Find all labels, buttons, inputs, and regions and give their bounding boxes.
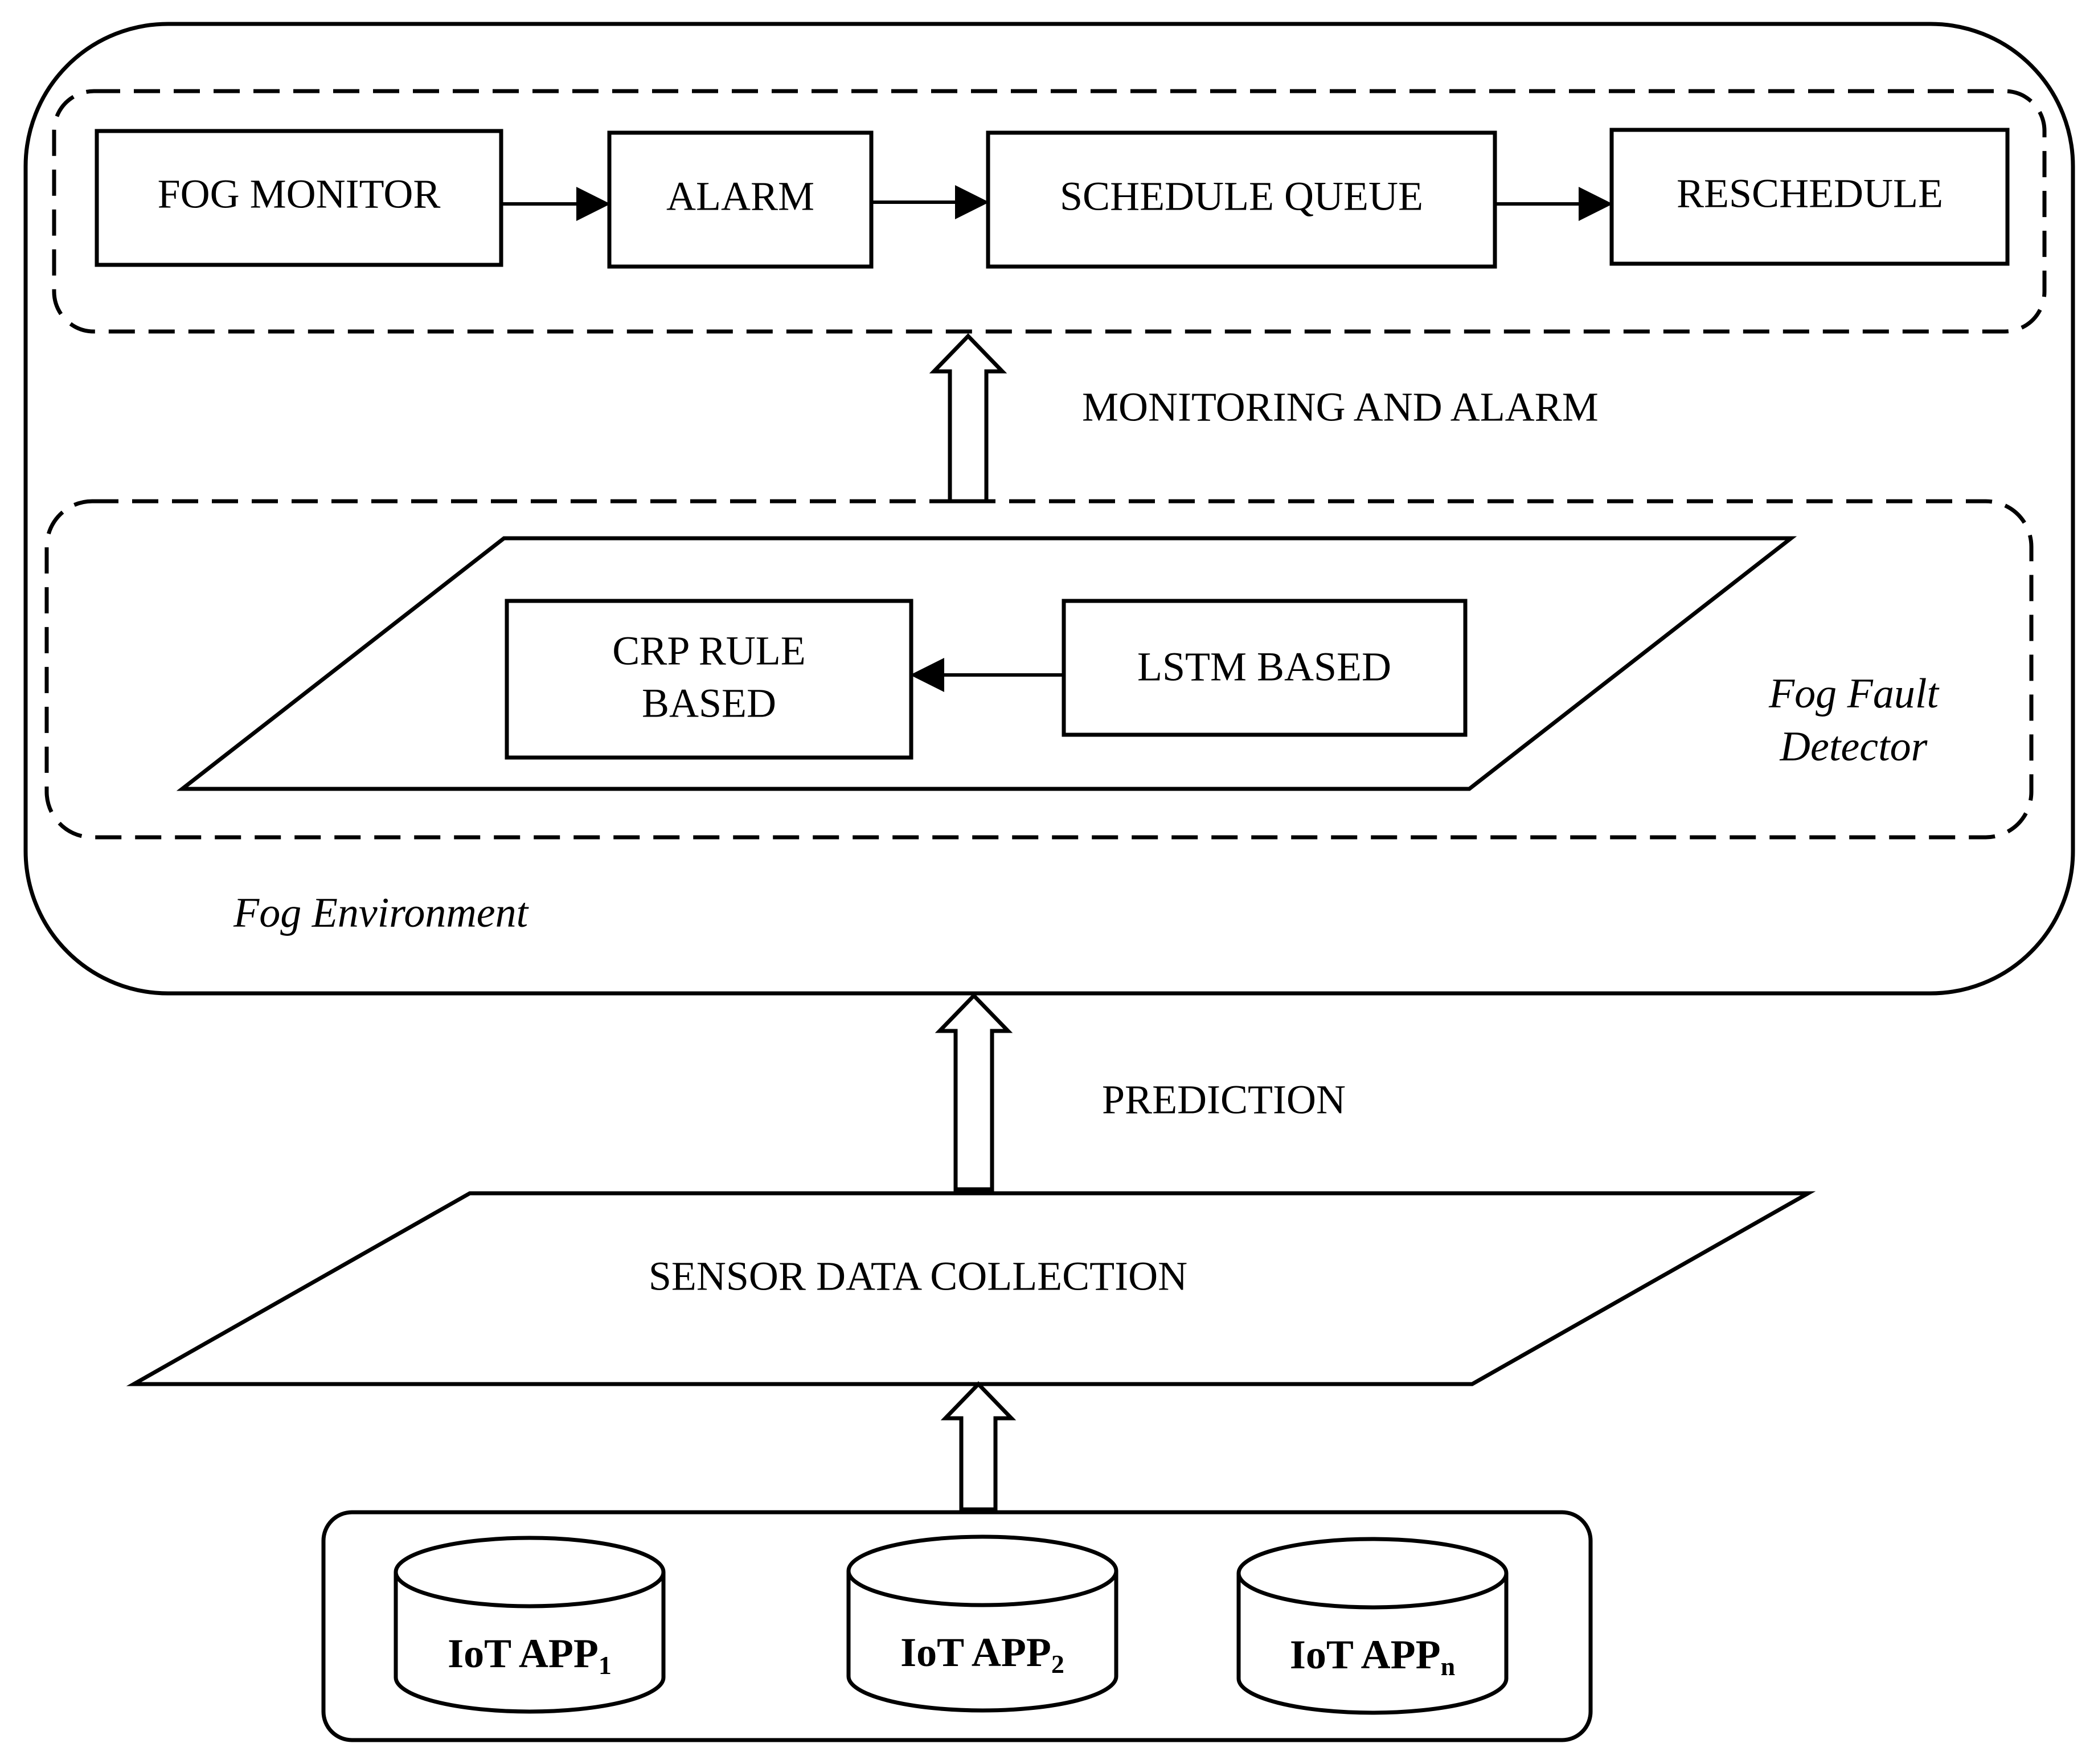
lstm-based-label: LSTM BASED <box>1137 644 1391 690</box>
crp-rule-label-line2: BASED <box>642 681 776 726</box>
schedule-queue-label: SCHEDULE QUEUE <box>1060 174 1423 219</box>
prediction-label: PREDICTION <box>1102 1077 1346 1123</box>
reschedule-label: RESCHEDULE <box>1677 171 1943 216</box>
fog-fault-detector-group <box>44 499 2034 840</box>
fog-environment-label: Fog Environment <box>233 890 530 936</box>
fog-fault-detector-label-line1: Fog Fault <box>1768 670 1940 717</box>
schedule-queue-box: SCHEDULE QUEUE <box>986 130 1497 269</box>
fog-monitor-box: FOG MONITOR <box>95 129 503 267</box>
iot-app-2-database: IoT APP2 <box>846 1534 1118 1713</box>
iot-app-n-database: IoT APPn <box>1236 1537 1509 1715</box>
reschedule-box: RESCHEDULE <box>1609 128 2010 266</box>
iot-to-sensor-hollow-arrow <box>940 1381 1017 1512</box>
crp-rule-based-box: CRP RULE BASED <box>505 599 913 760</box>
fog-fault-detector-label-line2: Detector <box>1780 723 1928 770</box>
sensor-data-collection-label: SENSOR DATA COLLECTION <box>649 1254 1187 1299</box>
iot-app-1-label: IoT APP1 <box>448 1631 612 1680</box>
prediction-hollow-arrow <box>935 992 1013 1192</box>
monitoring-hollow-arrow <box>929 333 1007 504</box>
alarm-box: ALARM <box>607 130 874 269</box>
lstm-based-box: LSTM BASED <box>1062 599 1468 737</box>
monitoring-pipeline-group <box>52 89 2047 334</box>
iot-app-2-label: IoT APP2 <box>900 1630 1064 1679</box>
sensor-data-collection-parallelogram <box>126 1191 1816 1386</box>
fog-monitor-label: FOG MONITOR <box>158 171 441 217</box>
iot-app-1-database: IoT APP1 <box>394 1536 666 1714</box>
iot-app-n-label: IoT APPn <box>1290 1632 1455 1681</box>
alarm-label: ALARM <box>666 174 814 219</box>
monitoring-and-alarm-label: MONITORING AND ALARM <box>1082 384 1599 430</box>
crp-rule-label-line1: CRP RULE <box>612 628 805 674</box>
